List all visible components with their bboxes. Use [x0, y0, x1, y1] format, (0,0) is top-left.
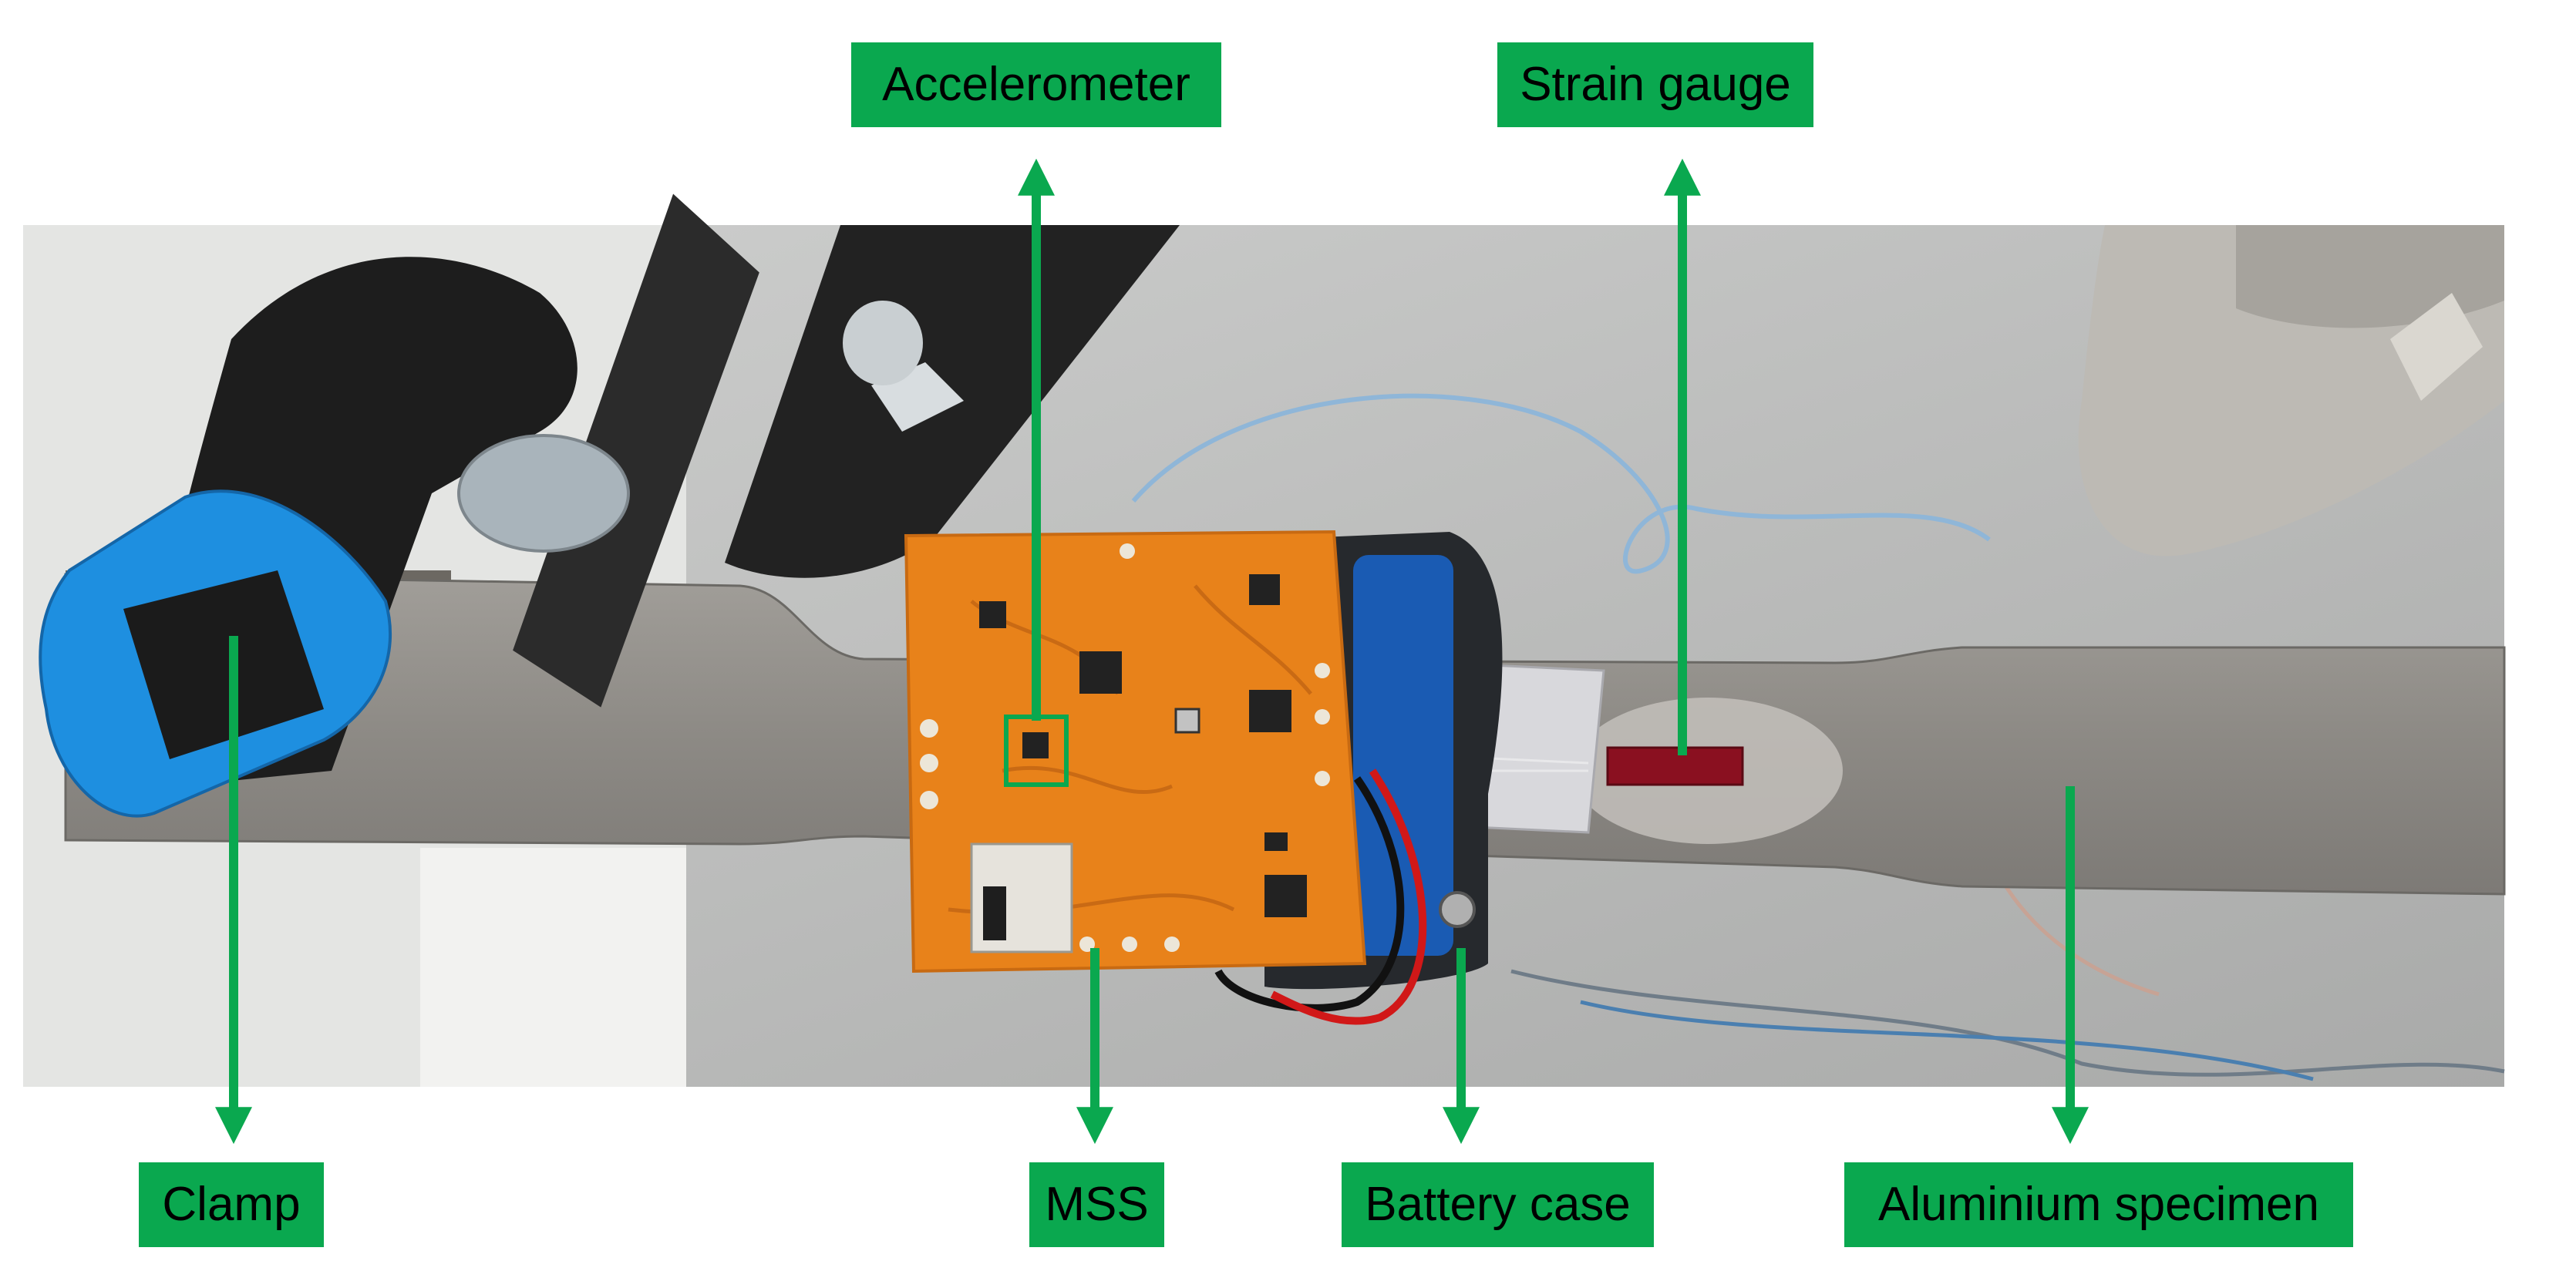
cables [1131, 393, 2505, 1081]
label-strain-gauge: Strain gauge [1497, 42, 1813, 127]
label-aluminium-specimen: Aluminium specimen [1844, 1162, 2353, 1247]
label-accelerometer: Accelerometer [851, 42, 1221, 127]
label-clamp: Clamp [139, 1162, 324, 1247]
clamp [39, 193, 1180, 818]
strain-gauge [1606, 746, 1744, 786]
battery-wires [1214, 768, 1427, 1025]
mss-board [904, 530, 1367, 973]
annotation-arrows [215, 158, 2089, 1145]
label-battery-case: Battery case [1342, 1162, 1654, 1247]
label-mss: MSS [1029, 1162, 1164, 1247]
shoe [2078, 225, 2504, 557]
